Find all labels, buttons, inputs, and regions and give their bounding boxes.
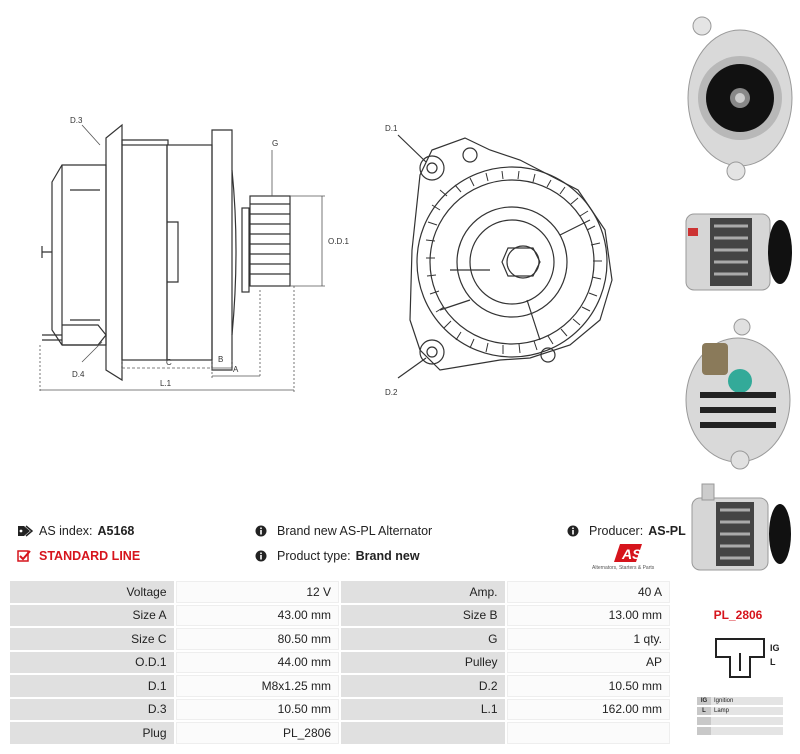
label-g: G xyxy=(272,139,278,148)
spec-value: 12 V xyxy=(175,581,339,603)
product-photo-rear xyxy=(680,315,796,473)
legend-value xyxy=(711,727,783,735)
spec-value: 13.00 mm xyxy=(506,604,670,626)
producer-row: Producer: AS-PL xyxy=(567,524,686,538)
label-d4: D.4 xyxy=(72,370,85,379)
as-index-label: AS index: xyxy=(39,524,93,538)
legend-value: Ignition xyxy=(711,697,783,705)
label-l1: L.1 xyxy=(160,379,172,388)
table-row: O.D.1 44.00 mm Pulley AP xyxy=(10,651,670,673)
logo-text: AS xyxy=(621,546,642,562)
label-b: B xyxy=(218,355,223,364)
as-index-value: A5168 xyxy=(97,524,135,538)
logo-tagline: Alternators, Starters & Parts xyxy=(592,565,655,571)
spec-label: D.2 xyxy=(341,675,505,697)
plug-code: PL_2806 xyxy=(713,608,763,622)
spec-label: D.3 xyxy=(10,698,174,720)
description-row: Brand new AS-PL Alternator xyxy=(255,524,432,538)
tags-icon xyxy=(18,525,33,537)
spec-value: 162.00 mm xyxy=(506,698,670,720)
plug-diagram: IG L xyxy=(714,637,786,679)
spec-label: O.D.1 xyxy=(10,651,174,673)
spec-value: PL_2806 xyxy=(175,722,339,744)
legend-key: L xyxy=(697,707,711,715)
product-photo-side xyxy=(680,200,796,312)
spec-label: Size C xyxy=(10,628,174,650)
label-d3: D.3 xyxy=(70,116,83,125)
front-view-fins xyxy=(425,170,602,354)
spec-value: AP xyxy=(506,651,670,673)
spec-label: Size B xyxy=(341,604,505,626)
as-logo: AS Alternators, Starters & Parts xyxy=(590,542,672,572)
producer-value: AS-PL xyxy=(648,524,686,538)
legend-value xyxy=(711,717,783,725)
spec-label: Amp. xyxy=(341,581,505,603)
table-row: D.3 10.50 mm L.1 162.00 mm xyxy=(10,698,670,720)
legend-row xyxy=(697,727,783,735)
specs-table: Voltage 12 V Amp. 40 A Size A 43.00 mm S… xyxy=(8,579,672,746)
spec-value xyxy=(506,722,670,744)
legend-row: IG Ignition xyxy=(697,697,783,705)
product-photo-front xyxy=(680,6,796,184)
product-type-value: Brand new xyxy=(355,549,420,563)
table-row: Voltage 12 V Amp. 40 A xyxy=(10,581,670,603)
table-row: Size C 80.50 mm G 1 qty. xyxy=(10,628,670,650)
spec-value: 43.00 mm xyxy=(175,604,339,626)
spec-label: Plug xyxy=(10,722,174,744)
legend-row: L Lamp xyxy=(697,707,783,715)
description-text: Brand new AS-PL Alternator xyxy=(277,524,433,538)
info-icon xyxy=(255,550,267,562)
spec-value: 10.50 mm xyxy=(506,675,670,697)
technical-drawing: D.3 D.4 G O.D.1 C B A L.1 D.1 D.2 xyxy=(39,116,613,397)
spec-value: M8x1.25 mm xyxy=(175,675,339,697)
spec-label: Voltage xyxy=(10,581,174,603)
spec-label xyxy=(341,722,505,744)
pin-ig-label: IG xyxy=(770,643,780,653)
checkbox-icon xyxy=(17,550,31,562)
info-icon xyxy=(255,525,267,537)
table-row: D.1 M8x1.25 mm D.2 10.50 mm xyxy=(10,675,670,697)
legend-row xyxy=(697,717,783,725)
product-type-row: Product type: Brand new xyxy=(255,549,420,563)
front-view xyxy=(397,134,613,379)
plug-legend: IG Ignition L Lamp xyxy=(697,697,783,737)
table-row: Size A 43.00 mm Size B 13.00 mm xyxy=(10,604,670,626)
spec-value: 10.50 mm xyxy=(175,698,339,720)
as-index-row: AS index: A5168 xyxy=(17,524,134,538)
product-photo-angle xyxy=(680,480,796,590)
spec-label: G xyxy=(341,628,505,650)
legend-value: Lamp xyxy=(711,707,783,715)
standard-line-text: STANDARD LINE xyxy=(39,549,141,563)
legend-key: IG xyxy=(697,697,711,705)
label-a: A xyxy=(233,365,239,374)
spec-label: Size A xyxy=(10,604,174,626)
spec-value: 1 qty. xyxy=(506,628,670,650)
spec-value: 44.00 mm xyxy=(175,651,339,673)
side-view xyxy=(41,123,291,382)
legend-key xyxy=(697,717,711,725)
producer-label: Producer: xyxy=(589,524,644,538)
spec-value: 40 A xyxy=(506,581,670,603)
spec-label: L.1 xyxy=(341,698,505,720)
label-od1: O.D.1 xyxy=(328,237,349,246)
spec-label: D.1 xyxy=(10,675,174,697)
product-type-label: Product type: xyxy=(277,549,351,563)
label-c: C xyxy=(166,358,172,367)
legend-key xyxy=(697,727,711,735)
spec-value: 80.50 mm xyxy=(175,628,339,650)
table-row: Plug PL_2806 xyxy=(10,722,670,744)
line-row: STANDARD LINE xyxy=(17,549,140,563)
label-d2: D.2 xyxy=(385,388,398,397)
spec-label: Pulley xyxy=(341,651,505,673)
pin-l-label: L xyxy=(770,657,776,667)
info-icon xyxy=(567,525,579,537)
label-d1: D.1 xyxy=(385,124,398,133)
